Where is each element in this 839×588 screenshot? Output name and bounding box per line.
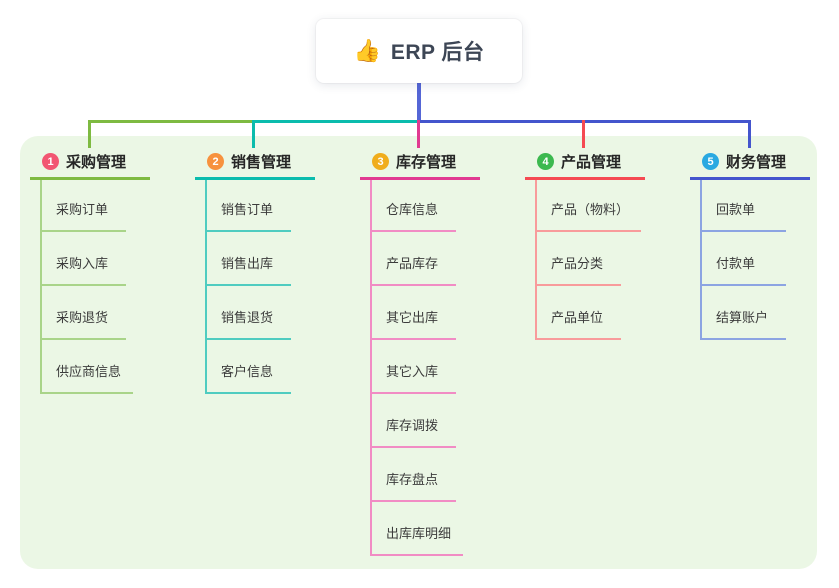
child-label: 供应商信息 xyxy=(56,364,122,379)
child-label: 销售出库 xyxy=(221,256,274,271)
child-node[interactable]: 采购退货 xyxy=(42,286,126,340)
child-label: 付款单 xyxy=(716,256,756,271)
branch-5: 5 财务管理回款单付款单结算账户 xyxy=(690,146,810,340)
branch-title: 产品管理 xyxy=(561,154,622,171)
child-label: 采购订单 xyxy=(56,202,109,217)
branch-title: 财务管理 xyxy=(726,154,787,171)
child-node[interactable]: 采购订单 xyxy=(42,180,126,232)
connector-drop xyxy=(582,120,585,148)
branch-title: 库存管理 xyxy=(396,154,457,171)
root-label: ERP 后台 xyxy=(390,41,485,64)
branch-4: 4 产品管理产品（物料） 产品分类产品单位 xyxy=(525,146,645,340)
branch-title: 销售管理 xyxy=(231,154,292,171)
root-node[interactable]: 👍 ERP 后台 xyxy=(316,19,522,83)
thumbs-up-icon: 👍 xyxy=(353,38,381,63)
branch-number-badge: 3 xyxy=(372,153,389,170)
branches-panel xyxy=(20,136,817,569)
child-node[interactable]: 结算账户 xyxy=(702,286,786,340)
branch-children: 销售订单销售出库销售退货客户信息 xyxy=(205,180,315,394)
child-label: 产品分类 xyxy=(551,256,604,271)
child-node[interactable]: 库存盘点 xyxy=(372,448,456,502)
child-label: 结算账户 xyxy=(716,310,769,325)
branch-number-badge: 5 xyxy=(702,153,719,170)
branch-2: 2 销售管理销售订单销售出库销售退货客户信息 xyxy=(195,146,315,394)
branch-number-badge: 2 xyxy=(207,153,224,170)
branch-3: 3 库存管理仓库信息产品库存其它出库其它入库库存调拨库存盘点出库库明细 xyxy=(360,146,480,556)
child-node[interactable]: 销售出库 xyxy=(207,232,291,286)
branch-node[interactable]: 1 采购管理 xyxy=(30,146,150,180)
child-label: 出库库明细 xyxy=(386,526,452,541)
child-label: 产品（物料） xyxy=(551,202,630,217)
child-node[interactable]: 仓库信息 xyxy=(372,180,456,232)
child-node[interactable]: 库存调拨 xyxy=(372,394,456,448)
child-label: 库存盘点 xyxy=(386,472,439,487)
branch-children: 产品（物料） 产品分类产品单位 xyxy=(535,180,645,340)
branch-children: 采购订单采购入库采购退货供应商信息 xyxy=(40,180,150,394)
branch-number-badge: 1 xyxy=(42,153,59,170)
branch-node[interactable]: 2 销售管理 xyxy=(195,146,315,180)
child-label: 库存调拨 xyxy=(386,418,439,433)
connector-drop xyxy=(748,120,751,148)
child-node[interactable]: 产品库存 xyxy=(372,232,456,286)
child-label: 销售退货 xyxy=(221,310,274,325)
child-node[interactable]: 付款单 xyxy=(702,232,786,286)
child-node[interactable]: 产品单位 xyxy=(537,286,621,340)
branch-1: 1 采购管理采购订单采购入库采购退货供应商信息 xyxy=(30,146,150,394)
connector-drop xyxy=(417,120,420,148)
connector-drop xyxy=(88,120,91,148)
child-node[interactable]: 采购入库 xyxy=(42,232,126,286)
child-label: 仓库信息 xyxy=(386,202,439,217)
connector-drop xyxy=(252,120,255,148)
child-label: 其它入库 xyxy=(386,364,439,379)
child-label: 其它出库 xyxy=(386,310,439,325)
child-node[interactable]: 其它入库 xyxy=(372,340,456,394)
connector-segment-left xyxy=(88,120,254,123)
branch-number-badge: 4 xyxy=(537,153,554,170)
root-stem-line xyxy=(417,83,421,121)
child-node[interactable]: 产品（物料） xyxy=(537,180,642,232)
branch-node[interactable]: 3 库存管理 xyxy=(360,146,480,180)
child-label: 产品单位 xyxy=(551,310,604,325)
child-node[interactable]: 客户信息 xyxy=(207,340,291,394)
branch-children: 回款单付款单结算账户 xyxy=(700,180,810,340)
branch-children: 仓库信息产品库存其它出库其它入库库存调拨库存盘点出库库明细 xyxy=(370,180,480,556)
child-node[interactable]: 回款单 xyxy=(702,180,786,232)
child-label: 回款单 xyxy=(716,202,756,217)
child-label: 采购入库 xyxy=(56,256,109,271)
child-label: 销售订单 xyxy=(221,202,274,217)
child-label: 产品库存 xyxy=(386,256,439,271)
connector-segment-mid xyxy=(253,120,420,123)
branch-node[interactable]: 4 产品管理 xyxy=(525,146,645,180)
child-node[interactable]: 其它出库 xyxy=(372,286,456,340)
branch-title: 采购管理 xyxy=(66,154,127,171)
child-node[interactable]: 供应商信息 xyxy=(42,340,134,394)
child-node[interactable]: 销售退货 xyxy=(207,286,291,340)
branch-node[interactable]: 5 财务管理 xyxy=(690,146,810,180)
child-node[interactable]: 产品分类 xyxy=(537,232,621,286)
child-label: 客户信息 xyxy=(221,364,274,379)
child-label: 采购退货 xyxy=(56,310,109,325)
connector-segment-right xyxy=(419,120,751,123)
child-node[interactable]: 出库库明细 xyxy=(372,502,464,556)
child-node[interactable]: 销售订单 xyxy=(207,180,291,232)
